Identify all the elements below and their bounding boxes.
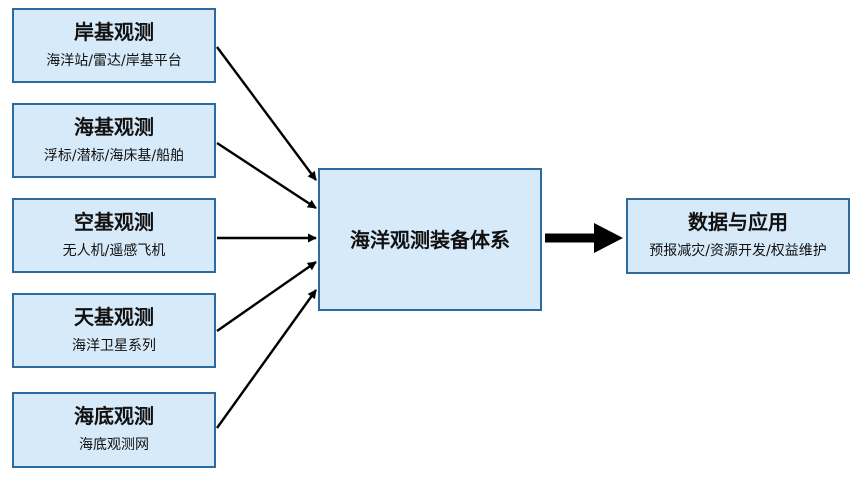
node-title: 空基观测: [74, 209, 154, 234]
node-title: 海洋观测装备体系: [350, 227, 510, 252]
node-seabed-observation: 海底观测 海底观测网: [12, 392, 216, 468]
node-space-observation: 天基观测 海洋卫星系列: [12, 293, 216, 368]
node-title: 天基观测: [74, 304, 154, 329]
arrow-center-to-output-head: [594, 223, 623, 253]
arrow-space-to-center: [216, 261, 317, 332]
node-title: 海基观测: [74, 114, 154, 139]
node-air-observation: 空基观测 无人机/遥感飞机: [12, 198, 216, 273]
node-subtitle: 浮标/潜标/海床基/船舶: [43, 147, 185, 164]
node-subtitle: 海底观测网: [79, 437, 149, 453]
node-subtitle: 海洋站/雷达/岸基平台: [46, 52, 182, 69]
node-shore-observation: 岸基观测 海洋站/雷达/岸基平台: [12, 8, 216, 83]
node-subtitle: 预报减灾/资源开发/权益维护: [649, 243, 827, 259]
node-subtitle: 无人机/遥感飞机: [62, 242, 166, 259]
node-title: 岸基观测: [74, 19, 154, 44]
node-subtitle: 海洋卫星系列: [72, 337, 156, 354]
node-title: 海底观测: [74, 404, 154, 428]
node-data-application: 数据与应用 预报减灾/资源开发/权益维护: [626, 198, 850, 274]
node-equipment-system: 海洋观测装备体系: [318, 168, 542, 311]
arrow-sea-to-center: [216, 141, 317, 210]
node-title: 数据与应用: [688, 210, 788, 234]
arrow-shore-to-center: [216, 46, 317, 181]
node-sea-observation: 海基观测 浮标/潜标/海床基/船舶: [12, 103, 216, 178]
arrow-seabed-to-center: [216, 289, 317, 429]
